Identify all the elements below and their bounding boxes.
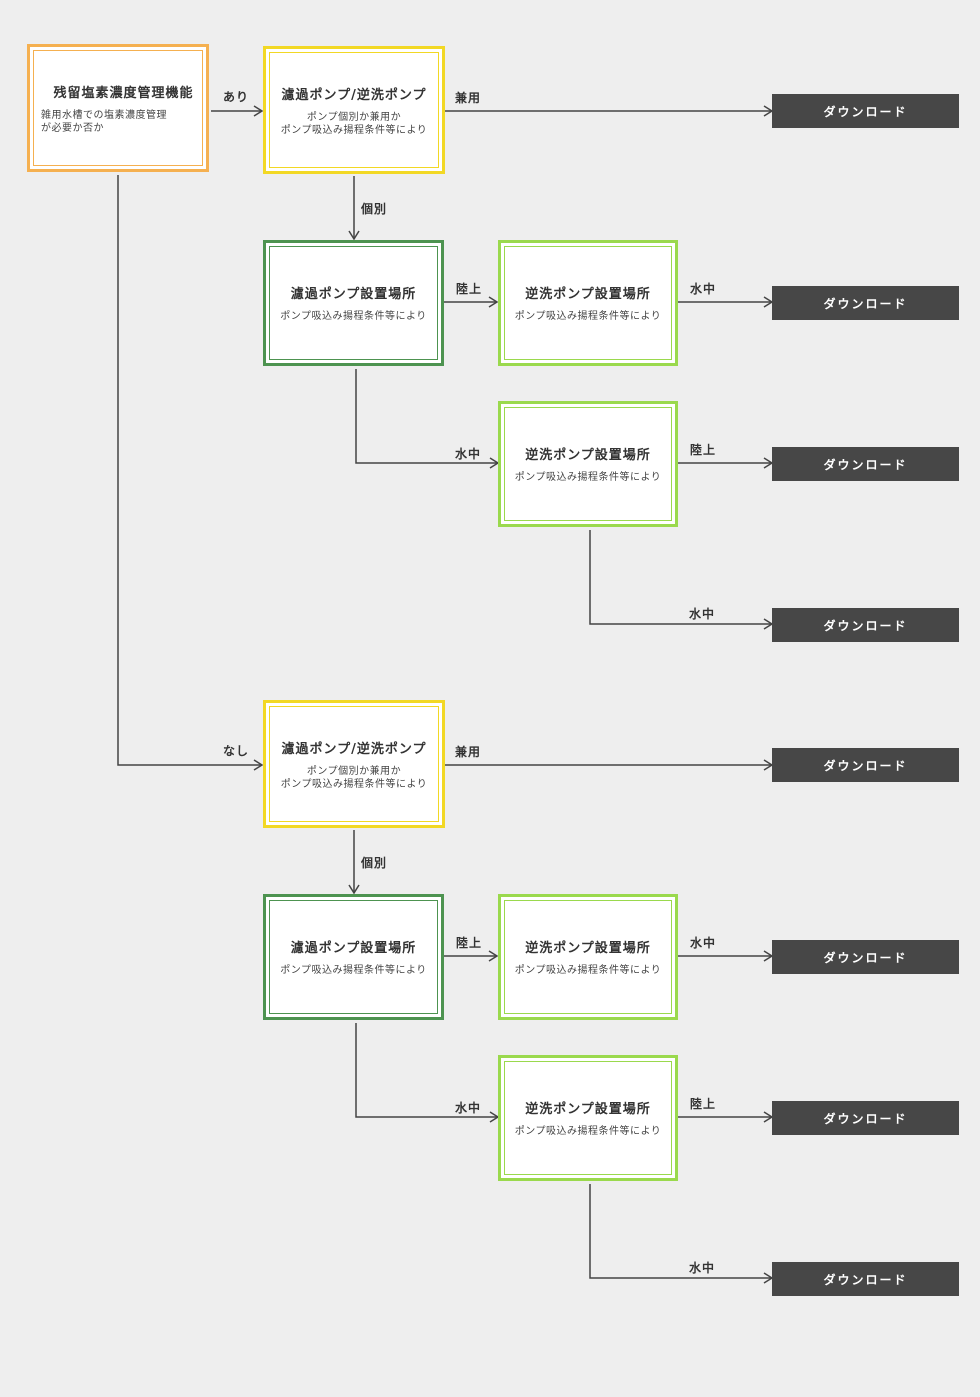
- backwash-pump-location-desc: ポンプ吸込み揚程条件等により: [514, 1126, 662, 1137]
- label-on-land: 陸上: [690, 443, 717, 457]
- residual-chlorine-desc-line2: が必要か否か: [41, 122, 104, 134]
- filter-pump-location-node: 濾過ポンプ設置場所 ポンプ吸込み揚程条件等により: [263, 894, 444, 1020]
- backwash-pump-location-desc: ポンプ吸込み揚程条件等により: [514, 311, 662, 322]
- label-underwater: 水中: [690, 936, 717, 950]
- backwash-pump-location-title: 逆洗ポンプ設置場所: [525, 448, 651, 463]
- residual-chlorine-title: 残留塩素濃度管理機能: [53, 85, 194, 101]
- download-button[interactable]: ダウンロード: [772, 748, 959, 782]
- label-on-land: 陸上: [456, 282, 483, 296]
- label-yes: あり: [223, 90, 250, 104]
- label-underwater: 水中: [689, 1261, 716, 1275]
- pump-type-title: 濾過ポンプ/逆洗ポンプ: [281, 87, 427, 103]
- label-underwater: 水中: [689, 607, 716, 621]
- label-separate: 個別: [361, 856, 388, 870]
- label-underwater: 水中: [690, 282, 717, 296]
- backwash-pump-location-title: 逆洗ポンプ設置場所: [525, 941, 651, 956]
- download-button[interactable]: ダウンロード: [772, 940, 959, 974]
- backwash-pump-location-desc: ポンプ吸込み揚程条件等により: [514, 472, 662, 483]
- backwash-pump-location-node: 逆洗ポンプ設置場所 ポンプ吸込み揚程条件等により: [498, 401, 678, 527]
- download-button[interactable]: ダウンロード: [772, 286, 959, 320]
- label-separate: 個別: [361, 202, 388, 216]
- residual-chlorine-desc-line1: 雑用水槽での塩素濃度管理: [41, 109, 167, 121]
- pump-type-node-no: 濾過ポンプ/逆洗ポンプ ポンプ個別か兼用か ポンプ吸込み揚程条件等により: [263, 700, 445, 828]
- filter-pump-location-node: 濾過ポンプ設置場所 ポンプ吸込み揚程条件等により: [263, 240, 444, 366]
- download-button[interactable]: ダウンロード: [772, 94, 959, 128]
- backwash-pump-location-title: 逆洗ポンプ設置場所: [525, 1102, 651, 1117]
- download-button[interactable]: ダウンロード: [772, 1101, 959, 1135]
- label-underwater: 水中: [455, 447, 482, 461]
- pump-type-desc-line2: ポンプ吸込み揚程条件等により: [280, 778, 428, 790]
- pump-type-node-yes: 濾過ポンプ/逆洗ポンプ ポンプ個別か兼用か ポンプ吸込み揚程条件等により: [263, 46, 445, 174]
- pump-type-desc: ポンプ個別か兼用か ポンプ吸込み揚程条件等により: [281, 765, 428, 791]
- backwash-pump-location-node: 逆洗ポンプ設置場所 ポンプ吸込み揚程条件等により: [498, 1055, 678, 1181]
- pump-type-desc: ポンプ個別か兼用か ポンプ吸込み揚程条件等により: [281, 111, 428, 137]
- label-no: なし: [223, 744, 250, 758]
- filter-pump-location-desc: ポンプ吸込み揚程条件等により: [280, 965, 427, 976]
- backwash-pump-location-title: 逆洗ポンプ設置場所: [525, 287, 651, 302]
- residual-chlorine-desc: 雑用水槽での塩素濃度管理 が必要か否か: [41, 109, 167, 135]
- pump-type-title: 濾過ポンプ/逆洗ポンプ: [281, 741, 427, 757]
- residual-chlorine-node: 残留塩素濃度管理機能 雑用水槽での塩素濃度管理 が必要か否か: [27, 44, 209, 172]
- pump-type-desc-line1: ポンプ個別か兼用か: [306, 765, 402, 777]
- label-shared: 兼用: [455, 745, 482, 759]
- download-button[interactable]: ダウンロード: [772, 1262, 959, 1296]
- label-shared: 兼用: [455, 91, 482, 105]
- backwash-pump-location-node: 逆洗ポンプ設置場所 ポンプ吸込み揚程条件等により: [498, 894, 678, 1020]
- filter-pump-location-desc: ポンプ吸込み揚程条件等により: [280, 311, 427, 322]
- filter-pump-location-title: 濾過ポンプ設置場所: [290, 941, 417, 956]
- backwash-pump-location-desc: ポンプ吸込み揚程条件等により: [514, 965, 662, 976]
- download-button[interactable]: ダウンロード: [772, 608, 959, 642]
- label-on-land: 陸上: [690, 1097, 717, 1111]
- backwash-pump-location-node: 逆洗ポンプ設置場所 ポンプ吸込み揚程条件等により: [498, 240, 678, 366]
- pump-type-desc-line2: ポンプ吸込み揚程条件等により: [280, 124, 428, 136]
- download-button[interactable]: ダウンロード: [772, 447, 959, 481]
- label-on-land: 陸上: [456, 936, 483, 950]
- filter-pump-location-title: 濾過ポンプ設置場所: [290, 287, 417, 302]
- label-underwater: 水中: [455, 1101, 482, 1115]
- pump-type-desc-line1: ポンプ個別か兼用か: [306, 111, 402, 123]
